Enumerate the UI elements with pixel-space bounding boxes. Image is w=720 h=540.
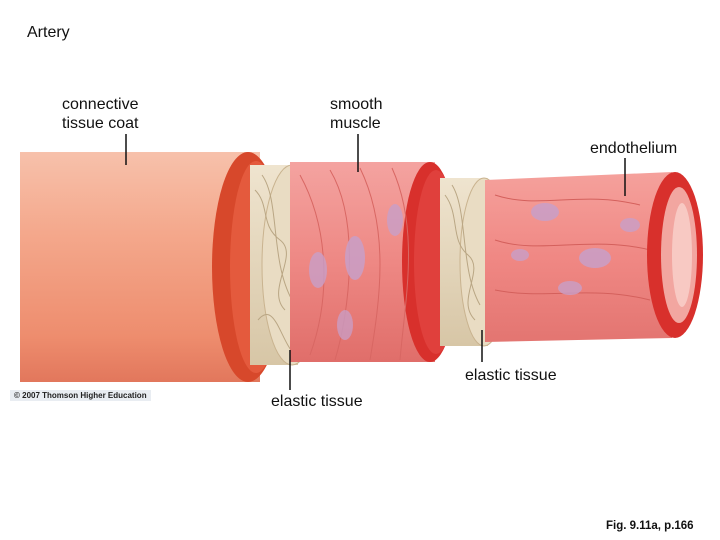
connective-tissue-coat (20, 152, 284, 382)
label-elastic-tissue-outer: elastic tissue (271, 393, 363, 410)
label-connective-tissue-coat: connective tissue coat (62, 96, 139, 132)
smooth-muscle-layer (290, 162, 458, 362)
label-smooth-muscle: smooth muscle (330, 96, 383, 132)
copyright-notice: © 2007 Thomson Higher Education (10, 390, 151, 401)
leader-lines (125, 134, 626, 390)
page-title: Artery (27, 24, 70, 41)
label-endothelium: endothelium (590, 140, 678, 157)
endothelium-layer (485, 172, 703, 342)
label-elastic-tissue-inner: elastic tissue (465, 367, 557, 384)
figure-reference: Fig. 9.11a, p.166 (606, 520, 694, 532)
